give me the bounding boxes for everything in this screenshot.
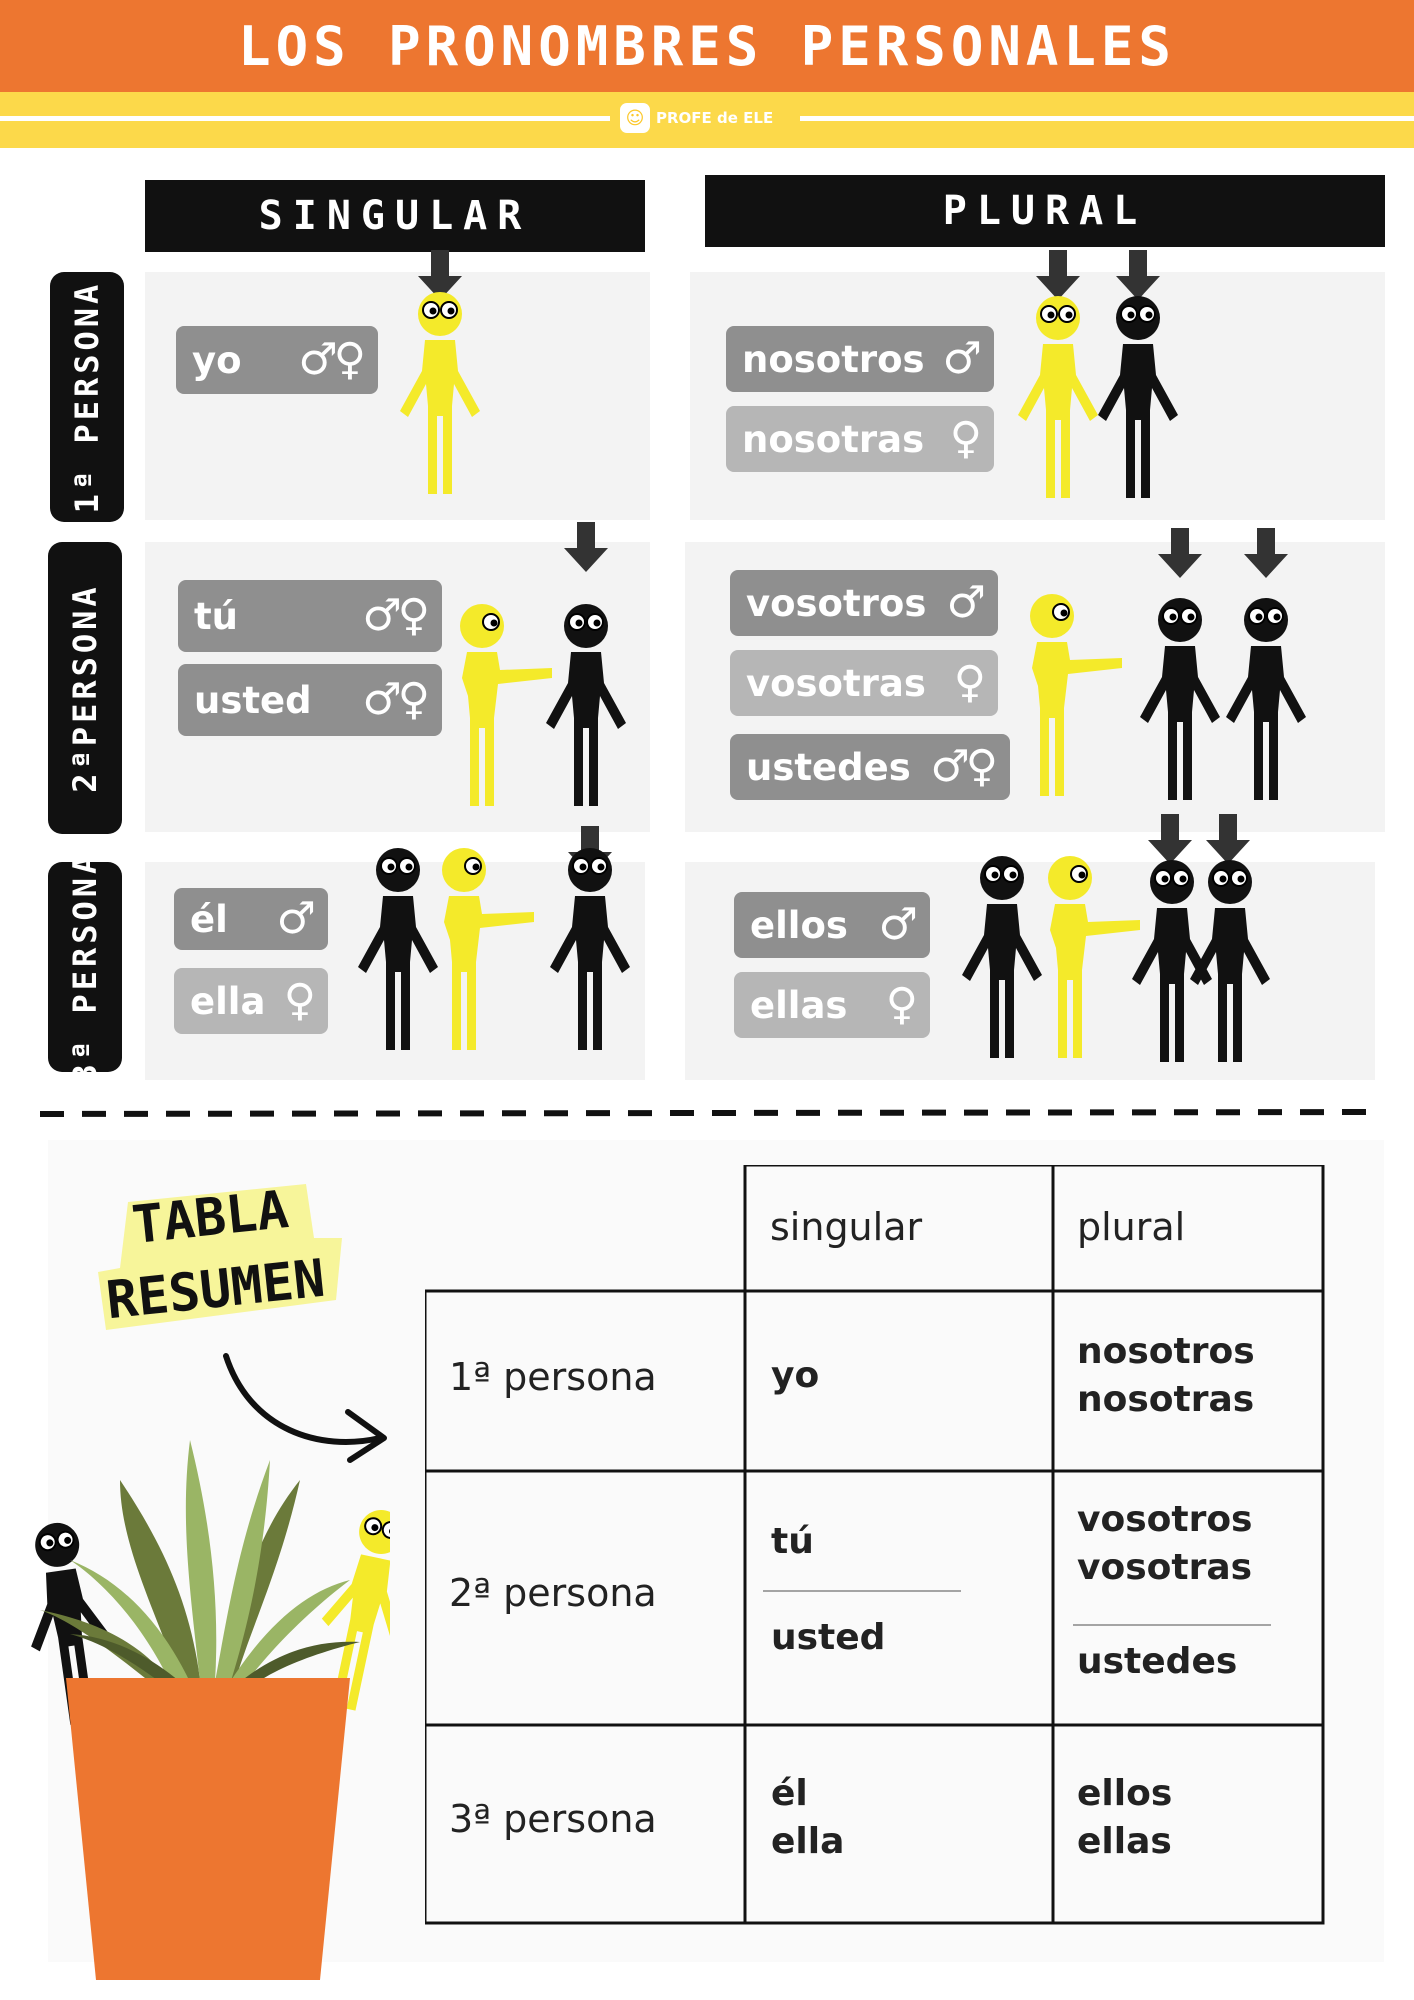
pronoun-card-ellas: ellas ♀ xyxy=(734,972,930,1038)
pronoun-card-ustedes: ustedes ♂♀ xyxy=(730,734,1010,800)
female-icon: ♀ xyxy=(949,413,982,464)
table-cell-yo: yo xyxy=(771,1355,820,1396)
table-cell-ellos: ellos xyxy=(1077,1773,1173,1814)
plant-illustration xyxy=(30,1440,390,1980)
table-cell-nosotros: nosotros xyxy=(1077,1331,1255,1372)
curved-arrow-icon xyxy=(223,1353,387,1463)
page-title: LOS PRONOMBRES PERSONALES xyxy=(238,14,1176,78)
table-cell-el: él xyxy=(771,1773,808,1814)
band-line-right xyxy=(800,116,1414,121)
figure-group-nosotros xyxy=(1017,250,1179,499)
dashed-divider xyxy=(40,1109,1380,1117)
table-cell-ellas: ellas xyxy=(1077,1821,1172,1862)
row-label-first-person: 1ª PERSONA xyxy=(50,272,124,522)
table-cell-vosotras: vosotras xyxy=(1077,1547,1253,1588)
header-banner xyxy=(0,0,1414,92)
table-cell-ella: ella xyxy=(771,1821,845,1862)
summary-title: TABLA RESUMEN xyxy=(92,1176,352,1346)
pronoun-card-yo: yo ♂♀ xyxy=(176,326,378,394)
figure-addressees-vosotros xyxy=(1029,528,1307,801)
table-row-label-1: 1ª persona xyxy=(449,1355,657,1399)
highlight-marker xyxy=(98,1184,342,1330)
male-female-icon: ♂♀ xyxy=(362,674,430,725)
pronoun-card-nosotras: nosotras ♀ xyxy=(726,406,994,472)
pronoun-card-tu: tú ♂♀ xyxy=(178,580,442,652)
figure-addressee-tu xyxy=(459,522,627,807)
female-icon: ♀ xyxy=(885,979,918,1030)
brand-name: PROFE de ELE xyxy=(656,109,774,127)
table-row-label-2: 2ª persona xyxy=(449,1571,657,1615)
female-icon: ♀ xyxy=(283,975,316,1026)
smile-icon: ☺ xyxy=(620,103,650,133)
row-label-second-person: 2ªPERSONA xyxy=(48,542,122,834)
figure-speaker-yo xyxy=(399,250,481,495)
table-cell-nosotras: nosotras xyxy=(1077,1379,1255,1420)
pronoun-card-usted: usted ♂♀ xyxy=(178,664,442,736)
pronoun-card-vosotros: vosotros ♂ xyxy=(730,570,998,636)
table-cell-ustedes: ustedes xyxy=(1077,1641,1238,1682)
table-cell-tu: tú xyxy=(771,1521,814,1562)
pronoun-card-ella: ella ♀ xyxy=(174,968,328,1034)
female-icon: ♀ xyxy=(953,657,986,708)
male-female-icon: ♂♀ xyxy=(362,590,430,641)
pronoun-card-el: él ♂ xyxy=(174,888,328,950)
table-cell-usted: usted xyxy=(771,1617,886,1658)
male-icon: ♂ xyxy=(942,333,983,384)
pronoun-card-ellos: ellos ♂ xyxy=(734,892,930,958)
row-label-third-person: 3ª PERSONA xyxy=(48,851,122,1083)
brand-logo: ☺ PROFE de ELE xyxy=(620,100,780,136)
table-cell-vosotros: vosotros xyxy=(1077,1499,1253,1540)
pronoun-card-vosotras: vosotras ♀ xyxy=(730,650,998,716)
column-header-plural: PLURAL xyxy=(705,175,1385,247)
column-header-singular: SINGULAR xyxy=(145,180,645,252)
male-icon: ♂ xyxy=(878,899,919,950)
male-icon: ♂ xyxy=(276,893,317,944)
table-header-singular: singular xyxy=(770,1205,923,1249)
table-row-label-3: 3ª persona xyxy=(449,1797,657,1841)
male-icon: ♂ xyxy=(946,577,987,628)
figure-third-ellos xyxy=(961,814,1271,1063)
figure-third-el xyxy=(357,826,631,1051)
table-grid xyxy=(425,1165,1325,1925)
male-female-icon: ♂♀ xyxy=(930,741,998,792)
pronoun-card-nosotros: nosotros ♂ xyxy=(726,326,994,392)
male-female-icon: ♂♀ xyxy=(298,334,366,385)
band-line-left xyxy=(0,116,610,121)
table-header-plural: plural xyxy=(1077,1205,1186,1249)
cell-1-singular xyxy=(145,272,650,520)
summary-table: singular plural 1ª persona yo nosotros n… xyxy=(425,1165,1325,1925)
